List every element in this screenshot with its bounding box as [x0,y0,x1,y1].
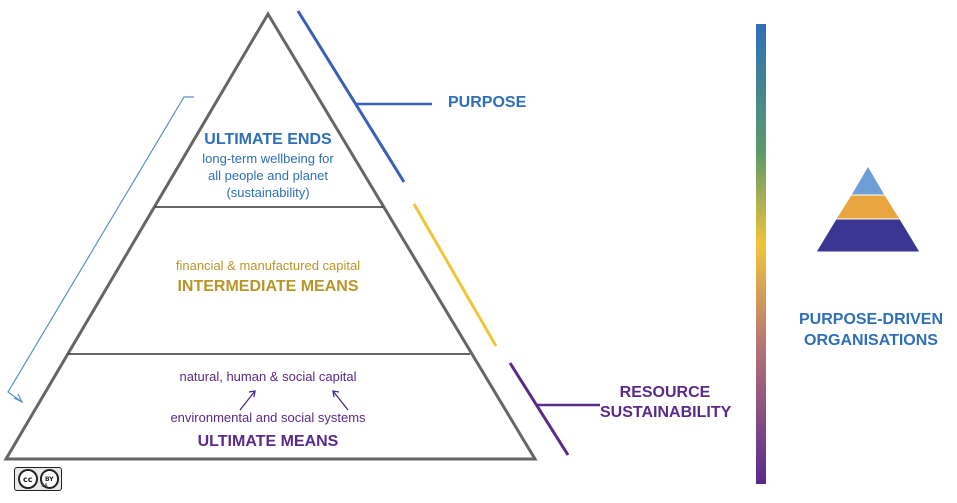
ultimate-ends-line1: long-term wellbeing for [202,151,334,166]
resource-label-line2: SUSTAINABILITY [600,404,732,421]
gradient-bar [756,24,766,484]
cc-license-badge: cc BY SA [14,467,62,491]
intermediate-means-title: INTERMEDIATE MEANS [177,278,359,295]
mini-pyramid-bottom [815,218,921,253]
arrow-left-head [248,390,256,398]
intermediate-means-caption: financial & manufactured capital [175,258,361,273]
mini-pyramid-middle [835,194,901,220]
feedback-arrow-head [13,393,24,404]
ultimate-means-caption-top: natural, human & social capital [179,369,357,384]
arrow-left [239,390,256,411]
cc-icon: cc [18,469,38,489]
feedback-arrow [7,96,194,403]
by-icon: BY [39,469,59,489]
purpose-bracket-line [296,10,406,183]
intermediate-bracket-line [412,203,498,347]
ultimate-ends-line2: all people and planet [208,168,328,183]
sa-text: SA [41,483,48,489]
side-title-line2: ORGANISATIONS [804,332,938,349]
mini-pyramid-top [850,165,886,196]
resource-bracket-line [508,362,570,456]
side-title-line1: PURPOSE-DRIVEN [798,311,944,328]
arrow-right-head [332,390,340,398]
arrow-right [332,390,349,411]
ultimate-ends-line3: (sustainability) [226,185,310,200]
ultimate-ends-title: ULTIMATE ENDS [204,131,332,148]
ultimate-means-title: ULTIMATE MEANS [197,433,339,450]
ultimate-means-caption-bottom: environmental and social systems [170,410,366,425]
pyramid-outline [3,11,538,461]
purpose-label: PURPOSE [448,94,527,111]
resource-label-line1: RESOURCE [619,384,711,401]
